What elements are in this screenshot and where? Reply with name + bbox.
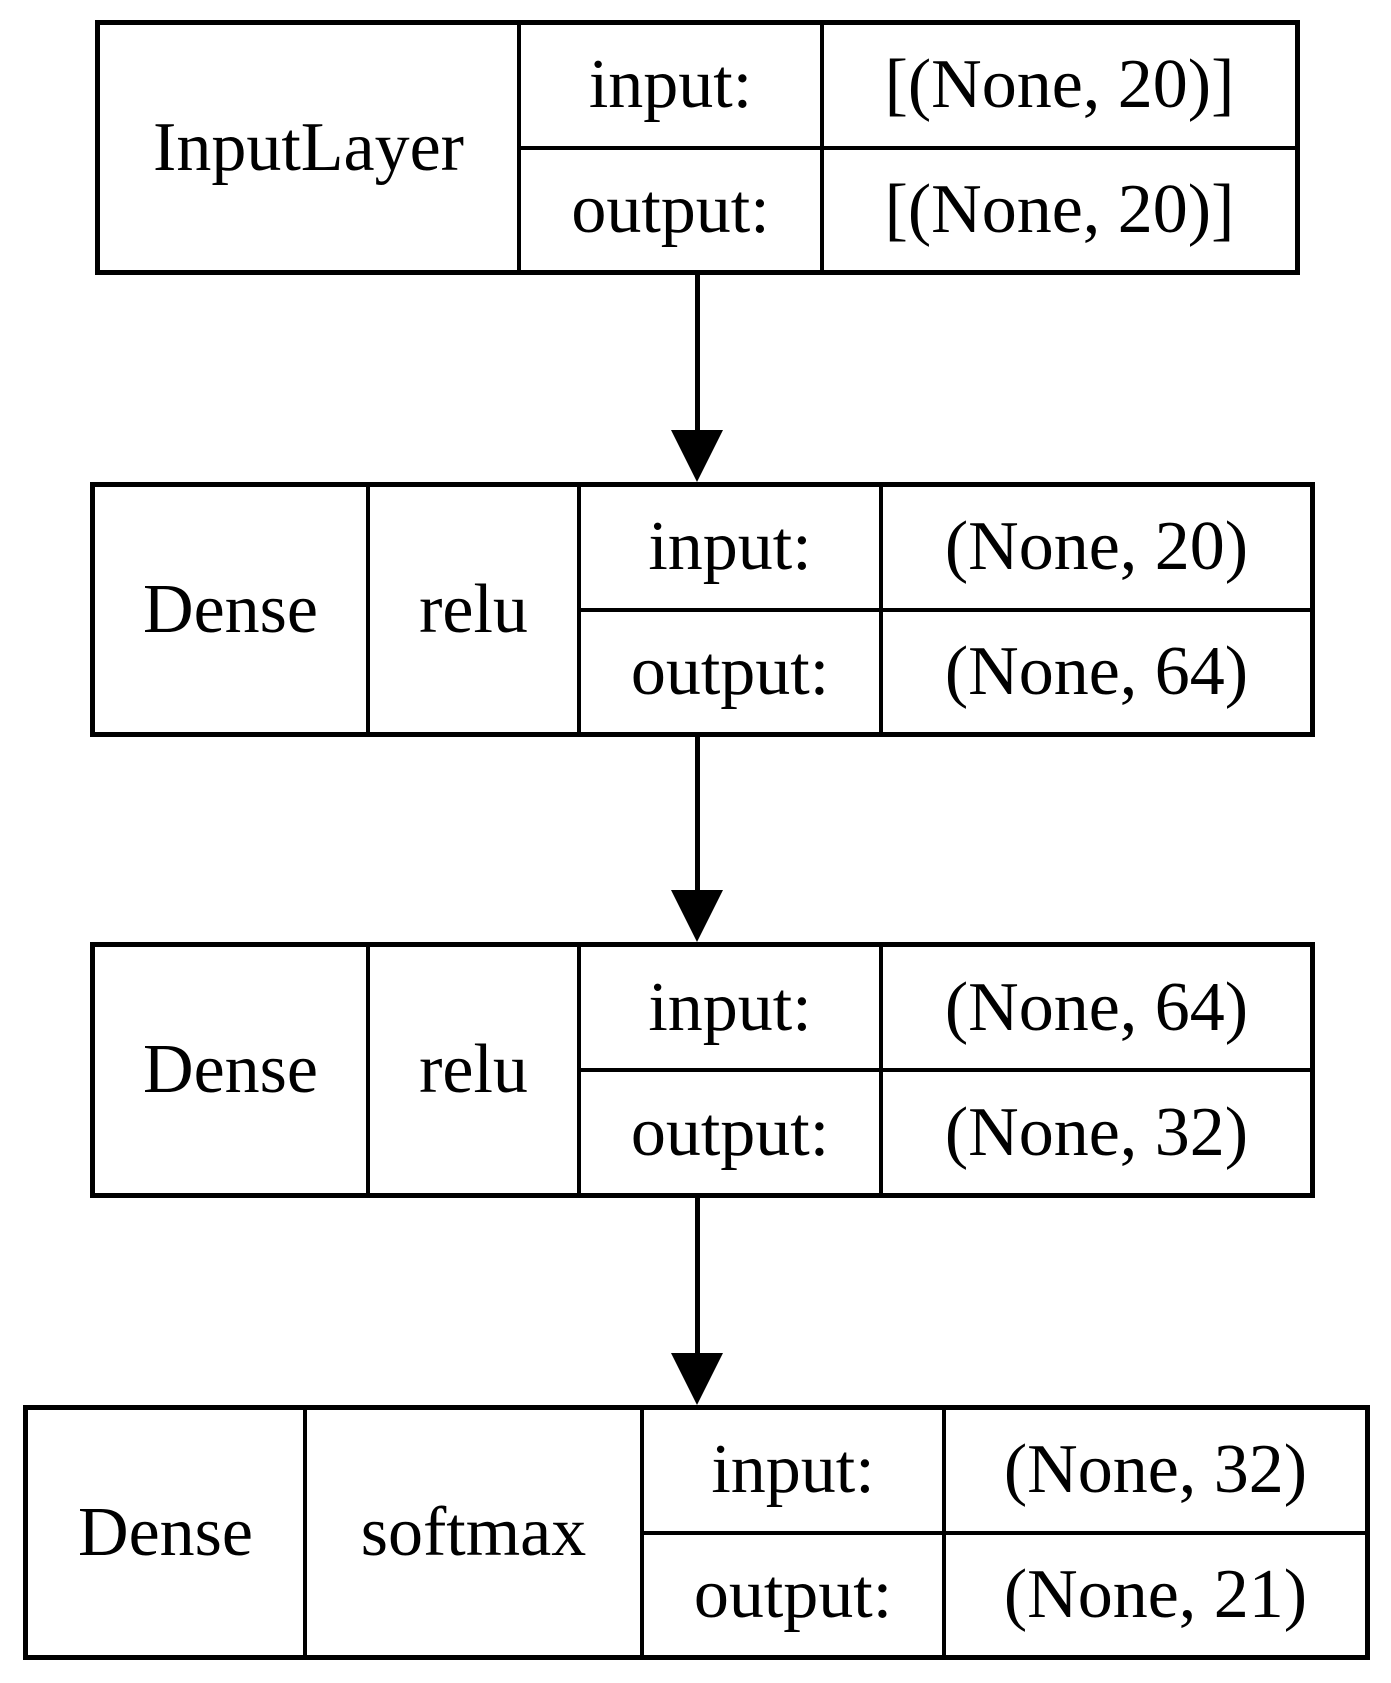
io-label: output: [644, 1534, 946, 1655]
io-row-output: output: (None, 64) [581, 607, 1310, 732]
arrow-line [694, 275, 700, 430]
node-dense-softmax: Dense softmax input: (None, 32) output: … [23, 1405, 1370, 1660]
io-label: input: [581, 487, 883, 608]
arrowhead-down-icon [671, 430, 723, 482]
io-value: (None, 21) [1003, 1555, 1308, 1633]
io-row-output: output: [(None, 20)] [521, 145, 1295, 270]
io-value: (None, 20) [944, 508, 1249, 586]
arrowhead-down-icon [671, 890, 723, 942]
layer-name: Dense [95, 947, 370, 1193]
io-value: [(None, 20)] [884, 170, 1235, 248]
io-label: input: [644, 1410, 946, 1531]
io-value: (None, 32) [944, 1093, 1249, 1171]
io-value: (None, 64) [944, 968, 1249, 1046]
io-row-input: input: (None, 64) [581, 947, 1310, 1068]
io-row-output: output: (None, 21) [644, 1530, 1365, 1655]
layer-activation: relu [370, 947, 581, 1193]
io-label: input: [521, 25, 824, 146]
io-label: output: [521, 149, 824, 270]
io-table: input: (None, 20) output: (None, 64) [581, 487, 1310, 732]
node-dense-relu-2: Dense relu input: (None, 64) output: (No… [90, 942, 1315, 1198]
io-table: input: (None, 32) output: (None, 21) [644, 1410, 1365, 1655]
layer-name: Dense [95, 487, 370, 732]
io-label: output: [581, 611, 883, 732]
arrow-line [694, 1198, 700, 1353]
io-table: input: [(None, 20)] output: [(None, 20)] [521, 25, 1295, 270]
arrowhead-down-icon [671, 1353, 723, 1405]
edge-arrow-2 [671, 737, 723, 942]
layer-name: Dense [28, 1410, 307, 1655]
layer-activation: softmax [307, 1410, 644, 1655]
io-row-input: input: (None, 20) [581, 487, 1310, 608]
layer-activation: relu [370, 487, 581, 732]
io-value: [(None, 20)] [884, 46, 1235, 124]
io-table: input: (None, 64) output: (None, 32) [581, 947, 1310, 1193]
io-row-output: output: (None, 32) [581, 1068, 1310, 1193]
node-dense-relu-1: Dense relu input: (None, 20) output: (No… [90, 482, 1315, 737]
edge-arrow-1 [671, 275, 723, 482]
io-row-input: input: (None, 32) [644, 1410, 1365, 1531]
io-value: (None, 32) [1003, 1431, 1308, 1509]
io-label: output: [581, 1072, 883, 1193]
io-value: (None, 64) [944, 632, 1249, 710]
edge-arrow-3 [671, 1198, 723, 1405]
io-row-input: input: [(None, 20)] [521, 25, 1295, 146]
layer-name: InputLayer [100, 25, 521, 270]
node-inputlayer: InputLayer input: [(None, 20)] output: [… [95, 20, 1300, 275]
io-label: input: [581, 947, 883, 1068]
arrow-line [694, 737, 700, 890]
